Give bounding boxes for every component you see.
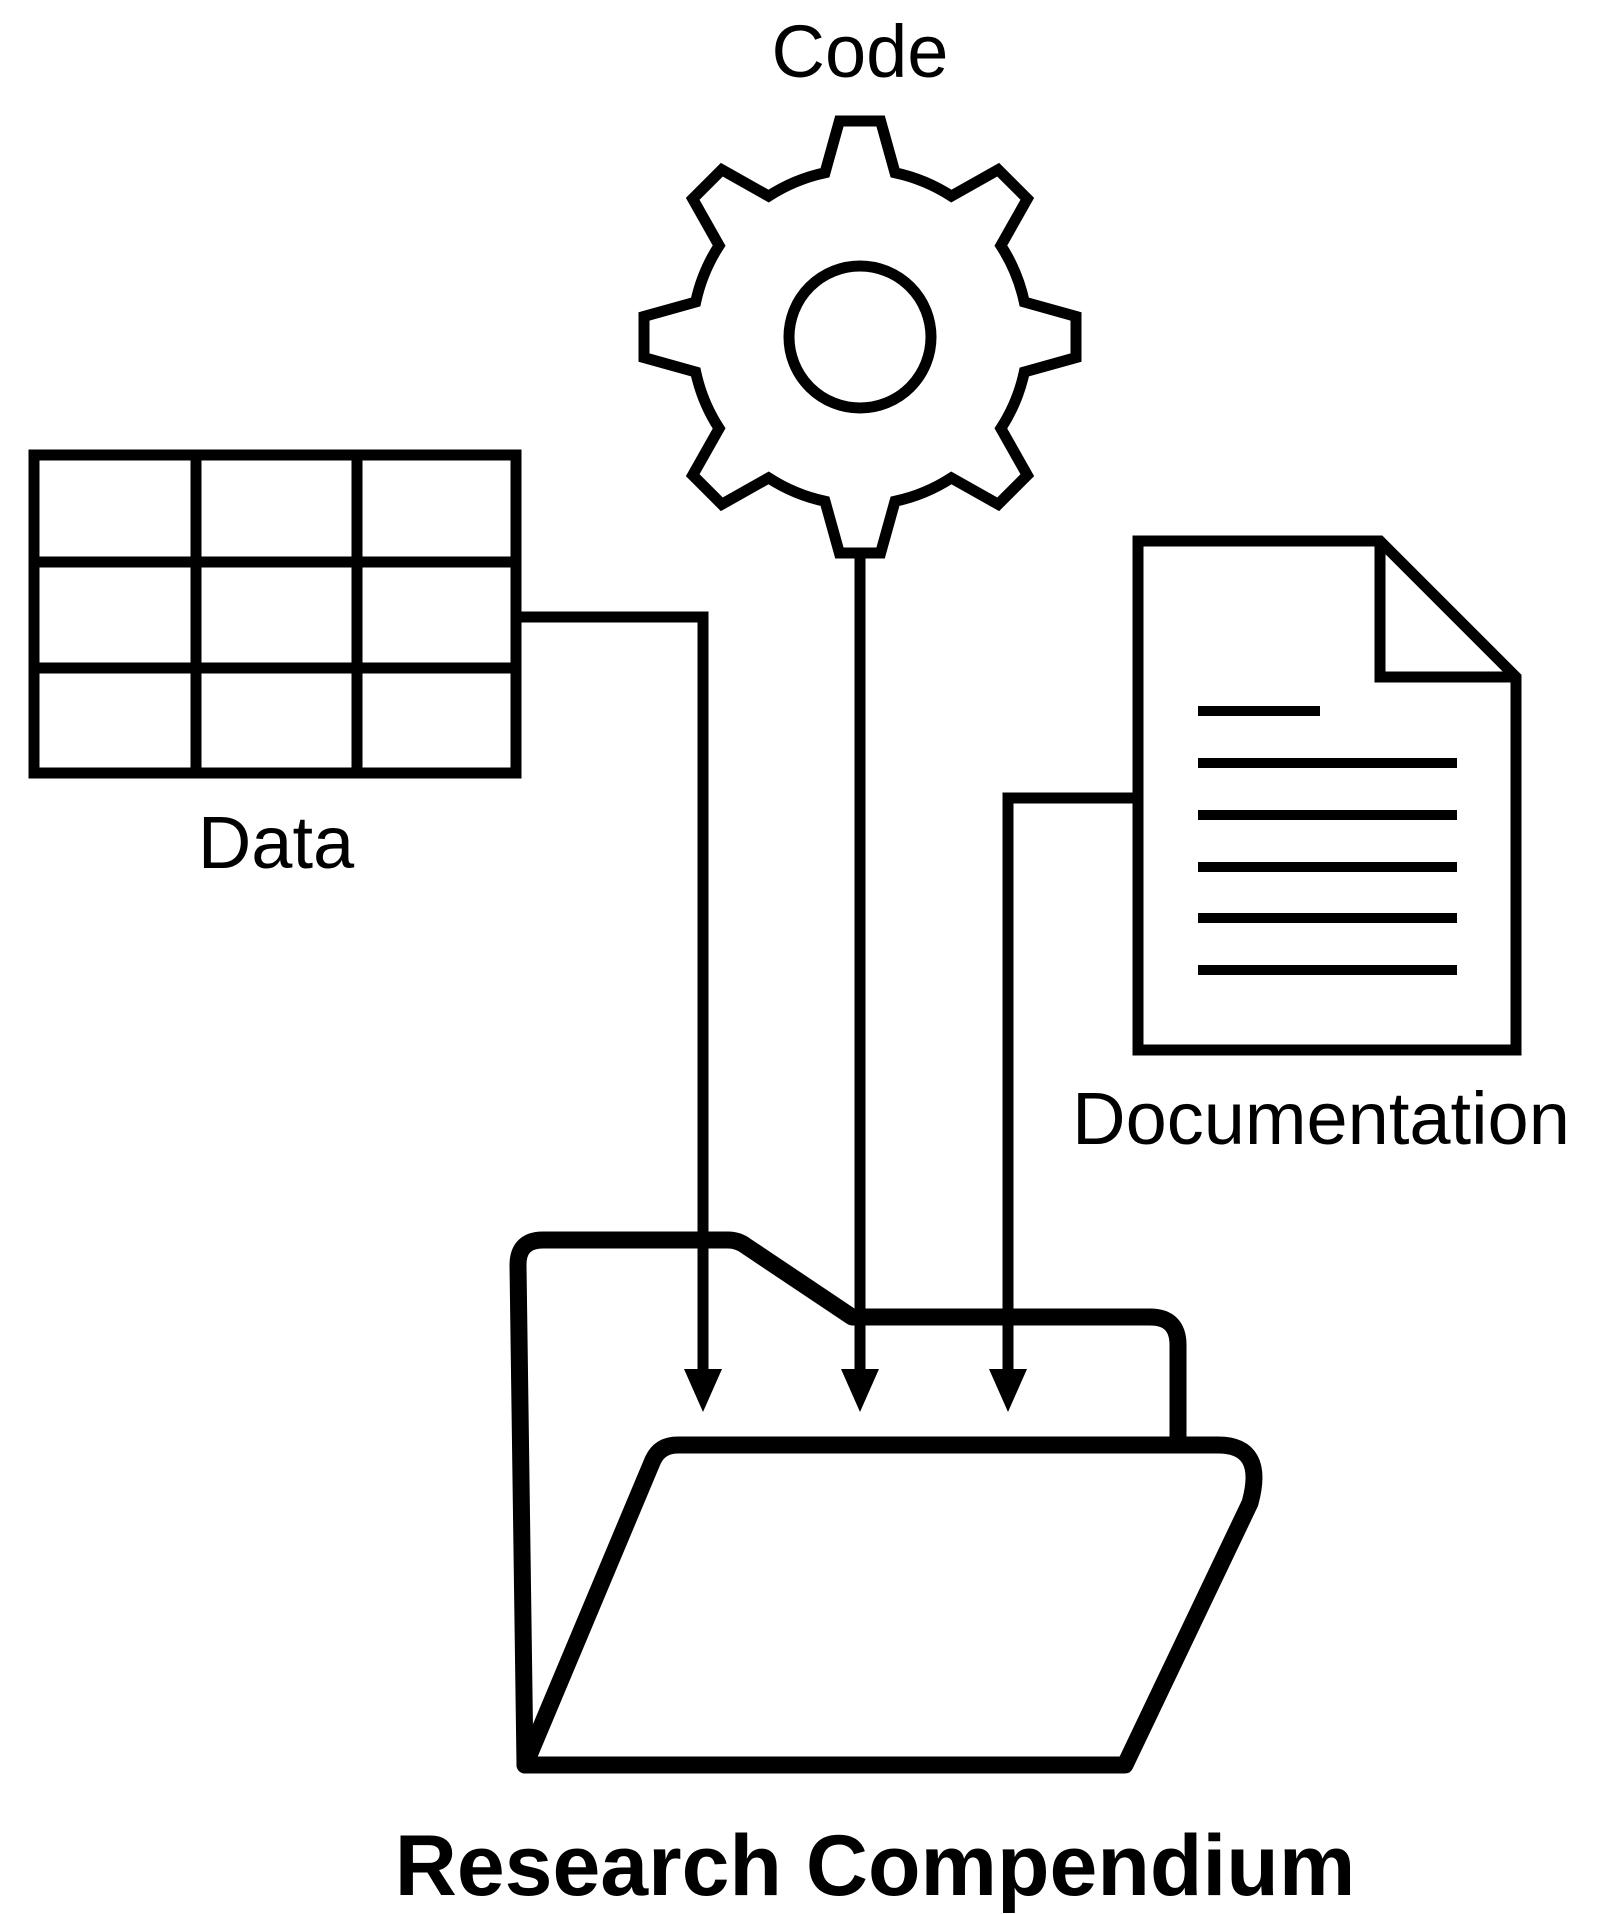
document-icon: [1132, 535, 1522, 1056]
folder-open-icon: [509, 1231, 1263, 1774]
edge-documentation-to-compendium: [1002, 792, 1138, 1378]
arrowheads: [684, 1369, 1027, 1412]
document-outline: [1132, 535, 1522, 1056]
table-grid-icon: [28, 449, 522, 779]
folder-back: [509, 1231, 1187, 1774]
gear-icon: [638, 115, 1082, 559]
gear-outline: [638, 115, 1082, 559]
label-data: Data: [197, 801, 355, 884]
arrowhead-code: [841, 1369, 879, 1412]
label-research-compendium: Research Compendium: [394, 1818, 1356, 1914]
folder-front: [516, 1436, 1263, 1774]
gear-hub: [783, 260, 937, 414]
arrowhead-documentation: [989, 1369, 1027, 1412]
label-code: Code: [771, 10, 949, 93]
arrowhead-data: [684, 1369, 722, 1412]
table-outline: [28, 449, 522, 779]
document-corner-fold: [1374, 541, 1516, 683]
label-documentation: Documentation: [1072, 1077, 1570, 1160]
edge-data-to-compendium: [516, 611, 709, 1378]
connectors: [516, 554, 1138, 1378]
